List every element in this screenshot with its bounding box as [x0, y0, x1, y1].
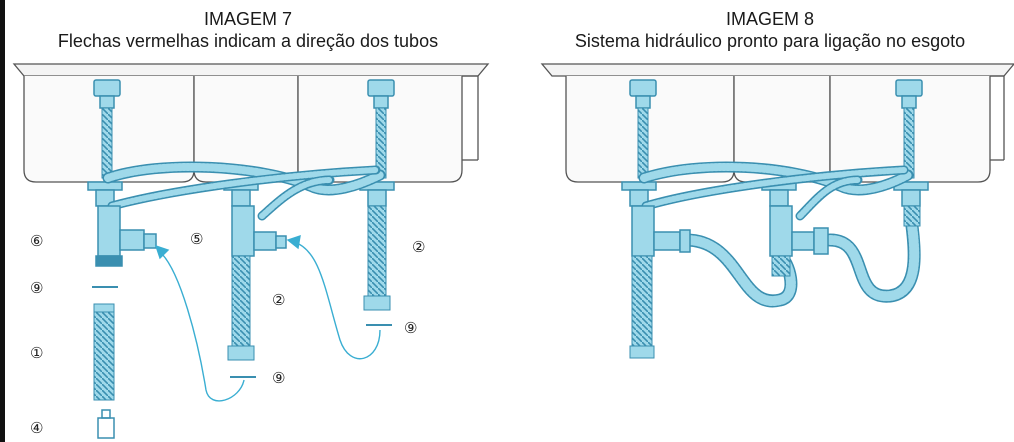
image-7-vertical-hoses [93, 205, 391, 401]
image-7-end-cap [97, 409, 115, 439]
image-8-caption: Sistema hidráulico pronto para ligação n… [574, 31, 966, 51]
image-7-heading: IMAGEM 7 [203, 9, 292, 29]
marker-2-right: ② [412, 238, 425, 256]
marker-5: ⑤ [190, 230, 203, 248]
marker-6: ⑥ [30, 232, 43, 250]
image-7-connecting-hoses [102, 161, 386, 221]
image-7-direction-arrows [154, 234, 381, 402]
marker-1: ① [30, 344, 43, 362]
image-8-drains [621, 181, 929, 207]
image-8-overflow-fittings [629, 79, 923, 109]
marker-9-left: ⑨ [30, 279, 43, 297]
image-7-washers [92, 286, 392, 378]
image-7-sink [12, 63, 490, 183]
image-8-title: IMAGEM 8 Sistema hidráulico pronto para … [530, 8, 1010, 52]
marker-9-middle: ⑨ [272, 369, 285, 387]
image-7-title: IMAGEM 7 Flechas vermelhas indicam a dir… [8, 8, 488, 52]
marker-2-middle: ② [272, 291, 285, 309]
image-7-overflow-fittings [93, 79, 395, 109]
image-8-sink [540, 63, 1014, 183]
marker-9-right: ⑨ [404, 319, 417, 337]
marker-4: ④ [30, 419, 43, 437]
image-8-heading: IMAGEM 8 [725, 9, 814, 29]
image-8-t-fittings [631, 205, 829, 257]
image-7-t-fittings [95, 205, 287, 267]
image-7-caption: Flechas vermelhas indicam a direção dos … [57, 31, 439, 51]
image-7-markers: ⑥ ⑤ ② ⑨ ② ⑨ ① ⑨ ④ [30, 230, 425, 437]
image-8-vertical-hoses [629, 205, 921, 359]
page-left-border [0, 0, 5, 442]
